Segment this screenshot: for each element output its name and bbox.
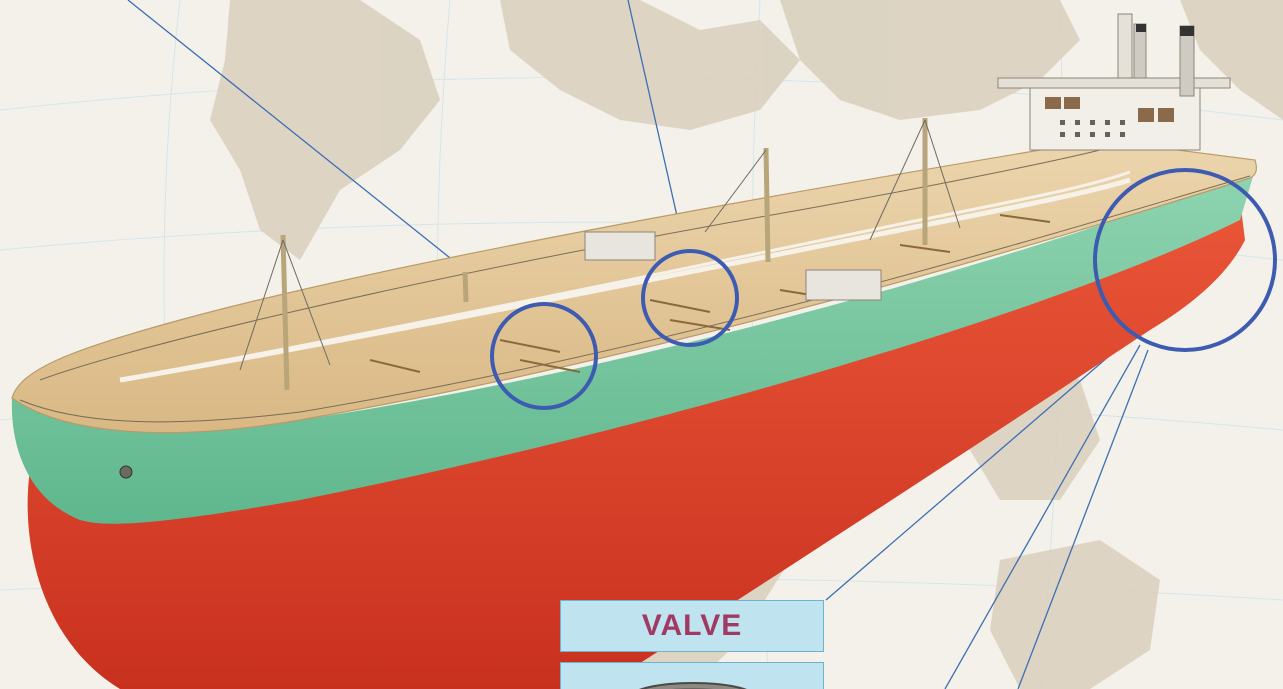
valve-label-box: VALVE <box>560 600 824 652</box>
ship-masts <box>280 118 928 391</box>
anchor-hawse <box>119 465 133 479</box>
highlight-circles <box>490 168 1277 410</box>
valve-label: VALVE <box>641 609 743 642</box>
deck-pipelines <box>119 170 1131 383</box>
deck-circle-middle <box>641 249 739 347</box>
deck <box>11 139 1257 434</box>
deck-railing <box>19 175 1251 423</box>
stern-circle-right <box>1093 168 1277 352</box>
bridge-superstructure <box>997 13 1231 151</box>
deck-pipe-branches <box>369 214 1051 373</box>
valve-image <box>639 682 747 689</box>
valve-thumbnail-box <box>560 662 824 689</box>
deck-house-forward <box>584 231 656 261</box>
mast-rigging <box>239 119 961 371</box>
deck-circle-left <box>490 302 598 410</box>
hull-green-band <box>11 170 1255 524</box>
leader-lines <box>127 0 1149 689</box>
deck-house-mid <box>805 269 882 301</box>
